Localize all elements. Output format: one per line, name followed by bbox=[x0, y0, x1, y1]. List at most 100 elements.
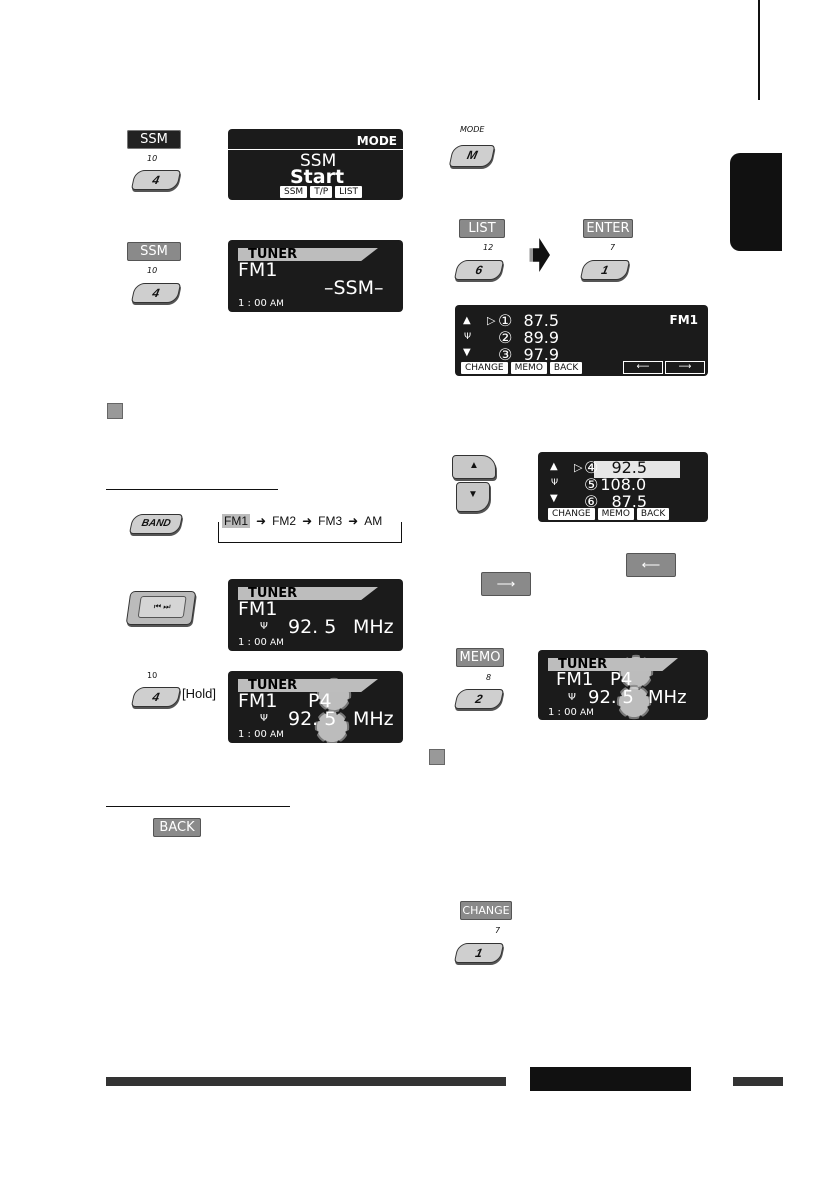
lcd-ssm-start: MODE SSM Start SSM T/P LIST bbox=[228, 129, 403, 200]
lcd-divider bbox=[228, 149, 403, 150]
button-1-change[interactable]: 1 bbox=[453, 943, 505, 963]
row-frequency: 92.5 bbox=[611, 458, 648, 477]
seven-label: 7 bbox=[610, 243, 616, 252]
band-fm3: FM3 bbox=[318, 514, 343, 528]
row-number: ⑤ bbox=[584, 475, 599, 494]
row-number: ① bbox=[498, 311, 513, 330]
lcd-unit: MHz bbox=[353, 708, 394, 730]
list-row: ① 87.5 bbox=[498, 311, 559, 330]
lcd-tuner-title: TUNER bbox=[238, 679, 378, 692]
band-button[interactable]: BAND bbox=[128, 514, 184, 534]
softkey-list: LIST bbox=[335, 186, 363, 198]
lcd-ssm-softkeys: SSM T/P LIST bbox=[280, 186, 363, 198]
row-number: ③ bbox=[498, 345, 513, 364]
band-fm2: FM2 bbox=[272, 514, 297, 528]
lcd-list-softkeys: CHANGE MEMO BACK bbox=[461, 362, 583, 374]
band-fm1: FM1 bbox=[222, 514, 250, 528]
selected-row-highlight bbox=[594, 461, 680, 478]
mode-m-button[interactable]: M bbox=[448, 145, 496, 167]
down-button[interactable]: ▼ bbox=[456, 482, 490, 512]
left-arrow-key-icon: ⟵ bbox=[626, 553, 676, 577]
hold-label: [Hold] bbox=[182, 686, 216, 701]
next-step-arrow-icon bbox=[526, 238, 550, 272]
lcd-ampm: AM bbox=[270, 299, 284, 309]
row-frequency: 87.5 bbox=[611, 492, 648, 511]
down-icon: ▼ bbox=[463, 347, 471, 358]
ten-label-3: 10 bbox=[147, 671, 158, 680]
list-row: ⑥ 87.5 bbox=[584, 492, 647, 511]
lcd-memo-preset: TUNER FM1 P4 Ψ 92. 5 MHz 1 : 00 AM bbox=[538, 650, 708, 720]
ssm-label: SSM bbox=[127, 130, 181, 149]
lcd-ampm: AM bbox=[270, 730, 284, 740]
list-row: ④ 92.5 bbox=[584, 458, 647, 477]
up-icon: ▲ bbox=[463, 315, 471, 326]
footer-page-box bbox=[530, 1067, 691, 1091]
lcd-time: 1 : 00 bbox=[238, 729, 267, 740]
lcd-unit: MHz bbox=[353, 616, 394, 638]
softkey-back: BACK bbox=[549, 362, 583, 374]
lcd-time: 1 : 00 bbox=[238, 637, 267, 648]
cursor-icon: ▷ bbox=[574, 461, 583, 474]
lcd-tuner-title: TUNER bbox=[548, 658, 678, 671]
down-icon: ▼ bbox=[550, 493, 558, 504]
band-cycle-items: FM1➜ FM2➜ FM3➜ AM bbox=[222, 514, 398, 528]
section-rule-2 bbox=[106, 806, 290, 807]
lcd-band: FM1 bbox=[238, 598, 278, 620]
row-frequency: 87.5 bbox=[523, 311, 560, 330]
signal-icon: Ψ bbox=[260, 713, 268, 724]
change-label: CHANGE bbox=[460, 901, 512, 920]
button-4[interactable]: 4 bbox=[130, 170, 182, 190]
row-frequency: 89.9 bbox=[523, 328, 560, 347]
softkey-back: BACK bbox=[636, 508, 670, 520]
lcd-start-text: Start bbox=[290, 166, 345, 188]
lcd-ssm-indicator: –SSM– bbox=[324, 277, 384, 299]
top-margin-line bbox=[758, 0, 760, 100]
softkey-tp: T/P bbox=[310, 186, 333, 198]
seek-button[interactable]: ⏮ ⏭ bbox=[125, 591, 197, 625]
softkey-ssm: SSM bbox=[280, 186, 308, 198]
lcd-preset-list: ▲ Ψ ▼ ▷ ① 87.5 ② 89.9 ③ 97.9 FM1 CHANGE … bbox=[455, 305, 708, 376]
ten-label-2: 10 bbox=[147, 266, 158, 275]
section-rule-1 bbox=[106, 489, 278, 490]
page-left-icon: ⟵ bbox=[623, 361, 663, 374]
row-number: ④ bbox=[584, 458, 599, 477]
lcd-band: FM1 bbox=[669, 313, 699, 327]
section-marker-left bbox=[107, 403, 123, 419]
seek-button-inner: ⏮ ⏭ bbox=[137, 596, 187, 618]
row-number: ⑥ bbox=[584, 492, 599, 511]
button-2[interactable]: 2 bbox=[453, 689, 505, 709]
memo-label: MEMO bbox=[456, 648, 504, 667]
language-tab bbox=[730, 153, 782, 251]
signal-icon: Ψ bbox=[260, 621, 268, 632]
lcd-band: FM1 bbox=[238, 690, 278, 712]
lcd-unit: MHz bbox=[648, 687, 687, 708]
signal-icon: Ψ bbox=[464, 332, 472, 342]
button-4-second[interactable]: 4 bbox=[130, 283, 182, 303]
footer-bar-left bbox=[106, 1077, 506, 1086]
up-button[interactable]: ▲ bbox=[452, 455, 496, 479]
button-1[interactable]: 1 bbox=[579, 260, 631, 280]
row-frequency: 97.9 bbox=[523, 345, 560, 364]
band-cycle-diagram: FM1➜ FM2➜ FM3➜ AM bbox=[218, 512, 402, 544]
lcd-tuner-frequency: TUNER FM1 Ψ 92. 5 MHz 1 : 00 AM bbox=[228, 579, 403, 651]
list-row: ② 89.9 bbox=[498, 328, 559, 347]
arrow-icon: ➜ bbox=[302, 514, 313, 528]
button-6[interactable]: 6 bbox=[453, 260, 505, 280]
arrow-icon: ➜ bbox=[348, 514, 359, 528]
lcd-list2-softkeys: CHANGE MEMO BACK bbox=[548, 508, 670, 520]
lcd-ssm-text: SSM bbox=[300, 151, 337, 171]
signal-icon: Ψ bbox=[551, 478, 559, 488]
list-row: ③ 97.9 bbox=[498, 345, 559, 364]
lcd-preset: P4 bbox=[308, 690, 332, 712]
button-4-hold[interactable]: 4 bbox=[130, 687, 182, 707]
row-number: ② bbox=[498, 328, 513, 347]
footer-bar-right bbox=[733, 1077, 783, 1086]
lcd-tuner-title: TUNER bbox=[238, 587, 378, 600]
section-marker-right bbox=[429, 749, 445, 765]
row-frequency: 108.0 bbox=[600, 475, 647, 494]
lcd-time: 1 : 00 bbox=[238, 298, 267, 309]
mode-small-label: MODE bbox=[460, 125, 485, 134]
lcd-tuner-preset: TUNER FM1 P4 Ψ 92. 5 MHz 1 : 00 AM bbox=[228, 671, 403, 743]
lcd-frequency: 92. 5 bbox=[288, 708, 337, 730]
